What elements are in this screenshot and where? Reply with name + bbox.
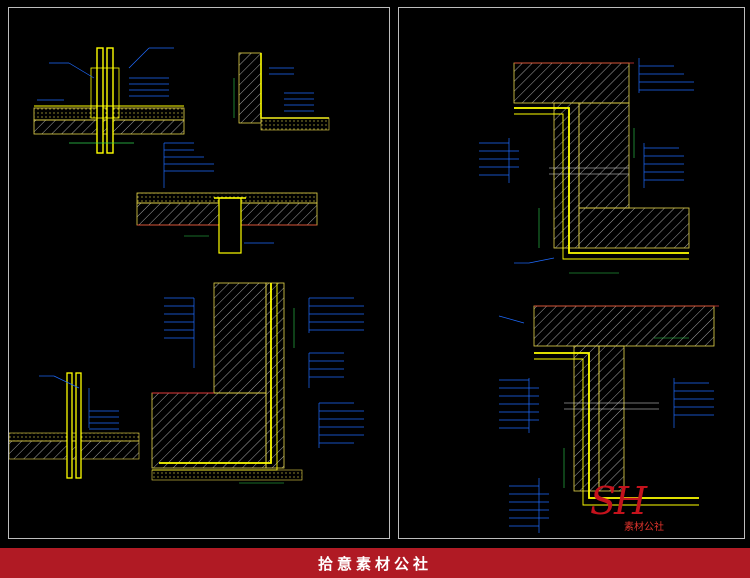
right-detail-drawings	[479, 58, 719, 533]
detail-wall-corner-small	[233, 52, 330, 131]
logo-letters: SH	[590, 479, 647, 523]
detail-floor-drain	[136, 142, 318, 254]
detail-pipe-penetration	[33, 47, 185, 154]
logo-subtitle: 素材公社	[624, 522, 664, 533]
footer-text: 拾意素材公社	[317, 555, 432, 573]
sh-watermark-logo: SH 素材公社	[590, 479, 700, 535]
left-detail-drawings	[9, 47, 364, 484]
detail-wall-slab-section	[151, 282, 364, 484]
detail-pipe-slab-small	[9, 372, 140, 479]
detail-upper-wall-section	[479, 58, 694, 274]
right-drawing-sheet	[398, 7, 745, 539]
left-drawing-sheet	[8, 7, 390, 539]
footer-banner: 拾意素材公社	[0, 548, 750, 578]
detail-lower-wall-section	[498, 305, 719, 533]
